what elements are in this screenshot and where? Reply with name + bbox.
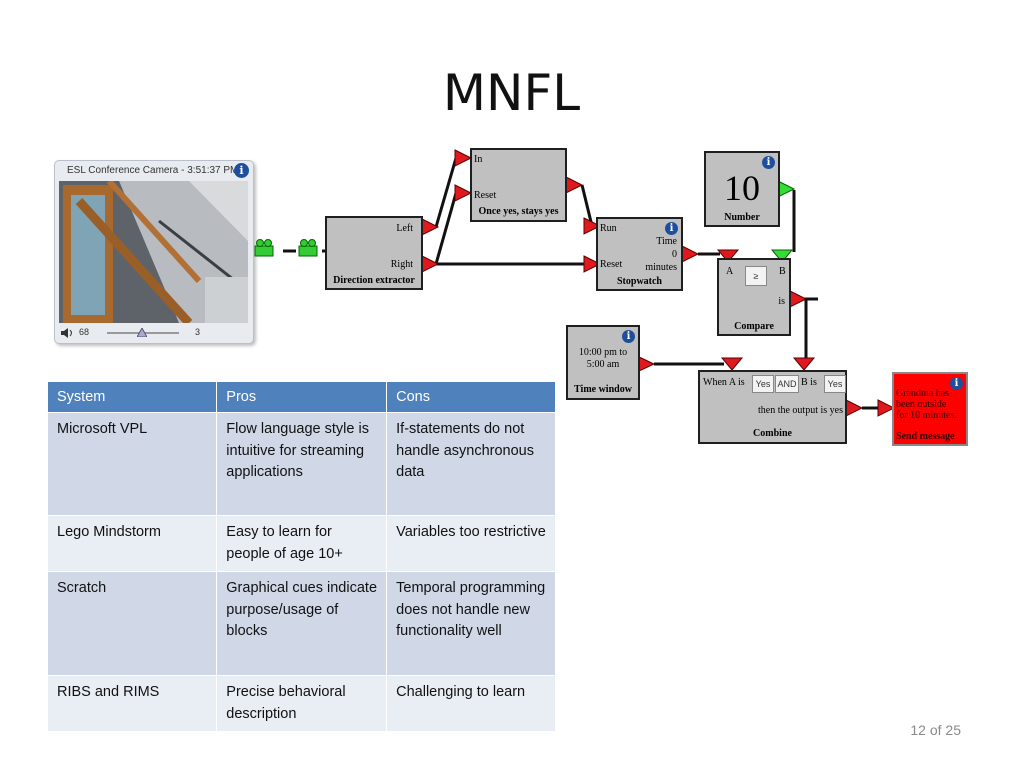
block-name: Once yes, stays yes bbox=[478, 206, 559, 217]
compare-block[interactable]: A ≥ B is Compare bbox=[717, 258, 791, 336]
left-port-label: Left bbox=[396, 223, 413, 234]
table-row: Microsoft VPL Flow language style is int… bbox=[48, 412, 556, 516]
time-window-block[interactable]: i 10:00 pm to 5:00 am Time window bbox=[566, 325, 640, 400]
header-system: System bbox=[48, 382, 218, 413]
header-cons: Cons bbox=[386, 382, 556, 413]
pros-cell: Graphical cues indicate purpose/usage of… bbox=[216, 571, 388, 676]
right-port-label: Right bbox=[390, 259, 413, 270]
cons-cell: If-statements do not handle asynchronous… bbox=[386, 412, 556, 516]
cons-cell: Temporal programming does not handle new… bbox=[386, 571, 556, 676]
block-name: Direction extractor bbox=[333, 275, 415, 286]
time-value: 0 bbox=[672, 249, 677, 260]
send-message-block[interactable]: i Grandma has been outside for 10 minute… bbox=[892, 372, 968, 446]
block-name: Combine bbox=[753, 428, 792, 439]
message-line-3: for 10 minutes. bbox=[896, 410, 957, 421]
camera-info-icon[interactable]: i bbox=[234, 163, 249, 178]
time-unit: minutes bbox=[645, 262, 677, 273]
system-cell: RIBS and RIMS bbox=[48, 675, 218, 731]
camera-widget: ESL Conference Camera - 3:51:37 PM i 68 … bbox=[54, 160, 254, 344]
number-block[interactable]: i 10 Number bbox=[704, 151, 780, 227]
volume-value: 68 bbox=[79, 327, 90, 337]
block-name: Compare bbox=[734, 321, 774, 332]
run-port-label: Run bbox=[600, 223, 617, 234]
table-row: Scratch Graphical cues indicate purpose/… bbox=[48, 571, 556, 676]
link-icon bbox=[254, 239, 318, 257]
block-name: Time window bbox=[574, 384, 632, 395]
camera-title: ESL Conference Camera - 3:51:37 PM bbox=[67, 165, 239, 176]
b-port-label: B bbox=[779, 266, 786, 277]
stopwatch-block[interactable]: i Run Time 0 minutes Reset Stopwatch bbox=[596, 217, 683, 291]
a-port-label: A bbox=[726, 266, 734, 277]
system-cell: Microsoft VPL bbox=[48, 412, 218, 516]
window-start: 10:00 pm to bbox=[578, 347, 628, 358]
number-value: 10 bbox=[724, 168, 760, 208]
page-number: 12 of 25 bbox=[910, 722, 961, 738]
and-button[interactable]: AND bbox=[775, 375, 799, 393]
slider-value: 3 bbox=[195, 327, 201, 337]
b-yes-button[interactable]: Yes bbox=[824, 375, 846, 393]
pros-cell: Easy to learn for people of age 10+ bbox=[216, 515, 388, 572]
is-port-label: is bbox=[778, 296, 785, 307]
message-line-2: been outside bbox=[896, 399, 947, 410]
info-icon[interactable]: i bbox=[762, 156, 775, 169]
slider-thumb[interactable] bbox=[137, 328, 147, 337]
table-row: Lego Mindstorm Easy to learn for people … bbox=[48, 515, 556, 572]
info-icon[interactable]: i bbox=[665, 222, 678, 235]
when-a-label: When A is bbox=[703, 377, 745, 388]
message-line-1: Grandma has bbox=[896, 388, 950, 399]
block-name: Send message bbox=[896, 431, 955, 442]
reset-port-label: Reset bbox=[474, 190, 497, 201]
header-pros: Pros bbox=[216, 382, 388, 413]
a-yes-button[interactable]: Yes bbox=[752, 375, 774, 393]
pros-cell: Flow language style is intuitive for str… bbox=[216, 412, 388, 516]
table-row: RIBS and RIMS Precise behavioral descrip… bbox=[48, 675, 556, 731]
block-name: Stopwatch bbox=[616, 276, 662, 287]
info-icon[interactable]: i bbox=[622, 330, 635, 343]
cons-cell: Challenging to learn bbox=[386, 675, 556, 731]
window-end: 5:00 am bbox=[586, 359, 620, 370]
b-is-label: B is bbox=[801, 377, 817, 388]
info-icon[interactable]: i bbox=[950, 377, 963, 390]
block-name: Number bbox=[724, 212, 760, 223]
comparison-table: System Pros Cons Microsoft VPL Flow lang… bbox=[48, 382, 556, 731]
operator-button[interactable]: ≥ bbox=[745, 266, 767, 286]
speaker-icon[interactable] bbox=[61, 328, 73, 338]
direction-extractor-block[interactable]: Left Right Direction extractor bbox=[325, 216, 423, 290]
combine-block[interactable]: When A is Yes AND B is Yes then the outp… bbox=[698, 370, 847, 444]
reset-port-label: Reset bbox=[600, 259, 623, 270]
pros-cell: Precise behavioral description bbox=[216, 675, 388, 731]
camera-video-feed bbox=[59, 181, 248, 323]
system-cell: Lego Mindstorm bbox=[48, 515, 218, 572]
cons-cell: Variables too restrictive bbox=[386, 515, 556, 572]
table-header-row: System Pros Cons bbox=[48, 382, 556, 413]
in-port-label: In bbox=[474, 154, 483, 165]
once-yes-block[interactable]: In Reset Once yes, stays yes bbox=[470, 148, 567, 222]
system-cell: Scratch bbox=[48, 571, 218, 676]
slide-title: MNFL bbox=[442, 64, 581, 122]
time-label: Time bbox=[656, 236, 677, 247]
then-output-label: then the output is yes bbox=[758, 405, 843, 416]
